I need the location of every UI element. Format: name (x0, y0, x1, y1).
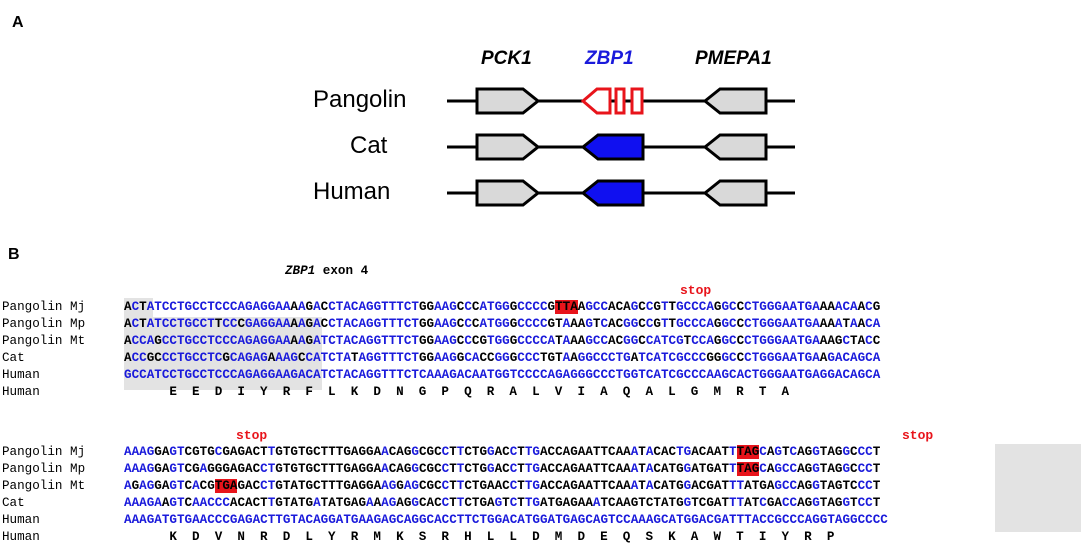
alignment-row: Pangolin Mt AGAGGAGTCACGTGAGACCTGTATGCTTT… (0, 478, 1084, 495)
pmepa1-gene-cat (702, 133, 768, 161)
panel-a-label: A (12, 14, 24, 31)
protein-row: Human E E D I Y R F L K D N G P Q R A L … (0, 384, 1084, 401)
alignment-block-2: Pangolin Mj AAAGGAGTCGTGCGAGACTTGTGTGCTTT… (0, 444, 1084, 546)
alignment-row: Pangolin Mj AAAGGAGTCGTGCGAGACTTGTGTGCTTT… (0, 444, 1084, 461)
nucleotide-sequence: AAAGATGTGAACCCGAGACTTGTACAGGATGAAGAGCAGG… (124, 513, 888, 527)
gene-name-pmepa1: PMEPA1 (695, 48, 772, 69)
nucleotide-sequence: ACTATCCTGCCTTCCCGAGGAAAAGACCTACAGGTTTCTG… (124, 317, 881, 331)
nucleotide-sequence: AAAGGAGTCGAGGGAGACCTGTGTGCTTTGAGGAACAGGC… (124, 462, 881, 476)
alignment-shade-left-block1 (124, 298, 153, 390)
zbp1-exon-fragment-1 (614, 87, 626, 115)
alignment-row: Cat ACCGCCCTGCCTCGCAGAGAAAGCCATCTATAGGTTT… (0, 350, 1084, 367)
sequence-label: Pangolin Mp (2, 317, 86, 331)
amino-acid-sequence: K D V N R D L Y R M K S R H L L D M D E … (124, 530, 835, 544)
gene-synteny-diagram (447, 87, 795, 207)
pmepa1-gene-human (702, 179, 768, 207)
species-cat: Cat (350, 132, 388, 159)
nucleotide-sequence: ACTATCCTGCCTCCCAGAGGAAAAGACCTACAGGTTTCTG… (124, 300, 881, 314)
pmepa1-gene-pangolin (702, 87, 768, 115)
nucleotide-sequence: AAAGAAGTCAACCCACACTTGTATGATATGAGAAAGAGGC… (124, 496, 881, 510)
sequence-label: Pangolin Mj (2, 300, 86, 314)
alignment-block-1: Pangolin Mj ACTATCCTGCCTCCCAGAGGAAAAGACCT… (0, 299, 1084, 401)
species-pangolin: Pangolin (313, 86, 407, 113)
species-human: Human (313, 178, 391, 205)
pck1-gene-human (475, 179, 541, 207)
alignment-row: Pangolin Mj ACTATCCTGCCTCCCAGAGGAAAAGACCT… (0, 299, 1084, 316)
protein-label: Human (2, 385, 40, 399)
protein-label: Human (2, 530, 40, 544)
sequence-label: Pangolin Mt (2, 334, 86, 348)
zbp1-exon-fragment-2 (630, 87, 644, 115)
sequence-label: Cat (2, 496, 25, 510)
gene-name-zbp1: ZBP1 (585, 48, 634, 69)
sequence-label: Human (2, 368, 40, 382)
nucleotide-sequence: ACCGCCCTGCCTCGCAGAGAAAGCCATCTATAGGTTTCTG… (124, 351, 881, 365)
zbp1-pseudogene-pangolin (580, 87, 612, 115)
alignment-row: Pangolin Mp AAAGGAGTCGAGGGAGACCTGTGTGCTTT… (0, 461, 1084, 478)
exon-suffix: exon 4 (315, 264, 369, 278)
pck1-gene-pangolin (475, 87, 541, 115)
alignment-shade-right-block2 (995, 444, 1081, 532)
sequence-label: Pangolin Mj (2, 445, 86, 459)
alignment-row: Human GCCATCCTGCCTCCCAGAGGAAGACATCTACAGGT… (0, 367, 1084, 384)
protein-row: Human K D V N R D L Y R M K S R H L L D … (0, 529, 1084, 546)
zbp1-gene-cat (580, 133, 645, 161)
nucleotide-sequence: ACCAGCCTGCCTCCCAGAGGAAAAGATCTACAGGTTTCTG… (124, 334, 881, 348)
sequence-label: Pangolin Mp (2, 462, 86, 476)
sequence-label: Cat (2, 351, 25, 365)
amino-acid-sequence: E E D I Y R F L K D N G P Q R A L V I A … (124, 385, 790, 399)
alignment-row: Pangolin Mp ACTATCCTGCCTTCCCGAGGAAAAGACCT… (0, 316, 1084, 333)
nucleotide-sequence: GCCATCCTGCCTCCCAGAGGAAGACATCTACAGGTTTCTC… (124, 368, 881, 382)
nucleotide-sequence: AGAGGAGTCACGTGAGACCTGTATGCTTTGAGGAAGGAGC… (124, 479, 881, 493)
alignment-row: Human AAAGATGTGAACCCGAGACTTGTACAGGATGAAGA… (0, 512, 1084, 529)
panel-b-label: B (8, 246, 20, 263)
nucleotide-sequence: AAAGGAGTCGTGCGAGACTTGTGTGCTTTGAGGAACAGGC… (124, 445, 881, 459)
pck1-gene-cat (475, 133, 541, 161)
zbp1-gene-human (580, 179, 645, 207)
exon-gene-name: ZBP1 (285, 264, 316, 278)
stop-label-block2-right: stop (902, 428, 934, 443)
exon-label: ZBP1 exon 4 (285, 264, 368, 278)
alignment-row: Cat AAAGAAGTCAACCCACACTTGTATGATATGAGAAAGA… (0, 495, 1084, 512)
stop-label-block2-left: stop (236, 428, 268, 443)
alignment-shade-left2-block1 (150, 317, 322, 390)
sequence-label: Pangolin Mt (2, 479, 86, 493)
gene-name-pck1: PCK1 (481, 48, 532, 69)
sequence-label: Human (2, 513, 40, 527)
stop-label-block1: stop (680, 283, 712, 298)
alignment-row: Pangolin Mt ACCAGCCTGCCTCCCAGAGGAAAAGATCT… (0, 333, 1084, 350)
